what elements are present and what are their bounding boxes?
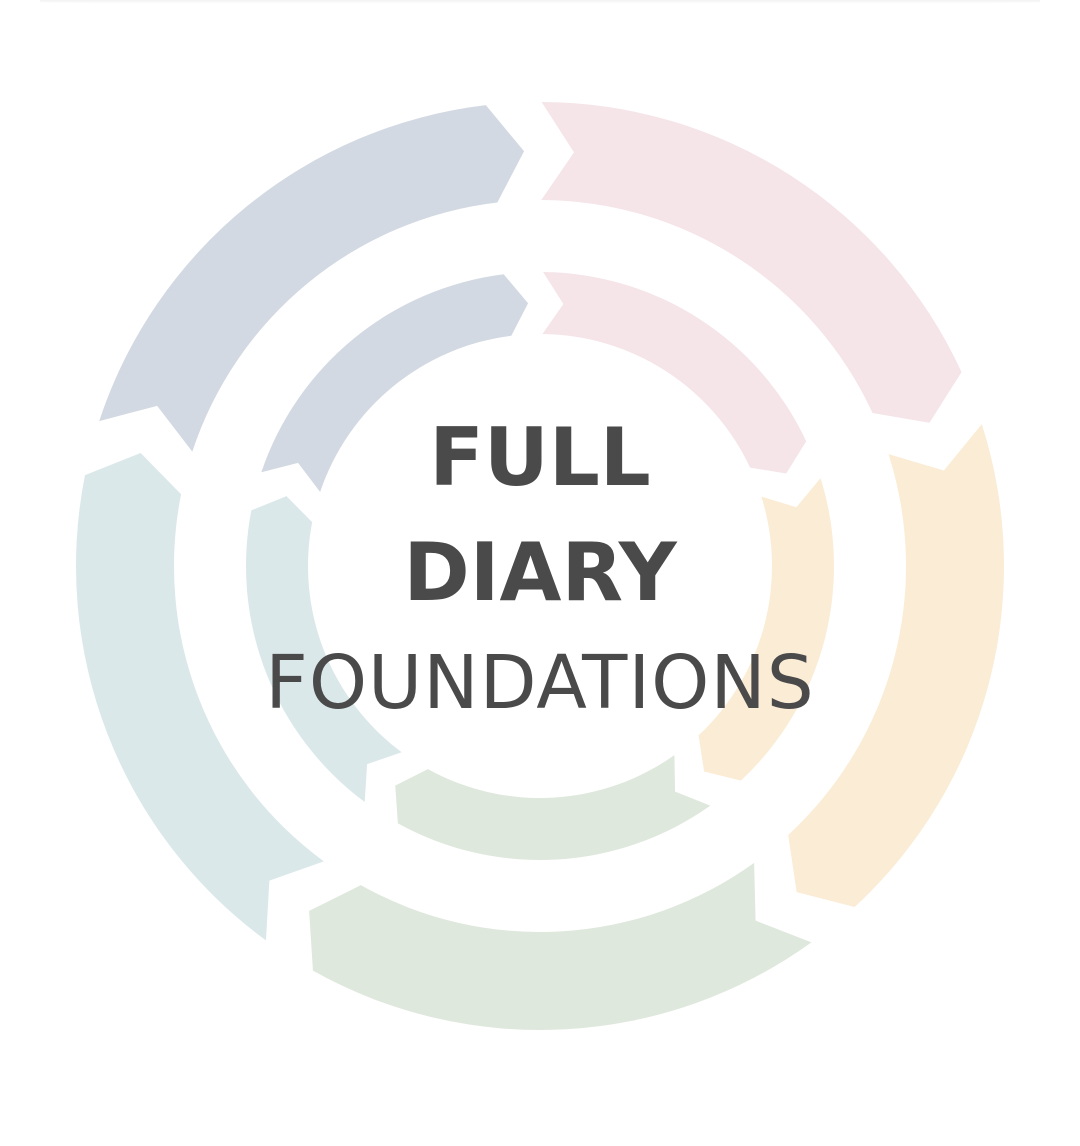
outer-ring [75, 102, 1004, 1030]
top-divider-shadow [40, 0, 1040, 4]
outer-ring-segment-slate [99, 105, 525, 452]
outer-ring-segment-pink [541, 102, 962, 423]
outer-ring-segment-peach [788, 424, 1004, 908]
inner-ring-segment-peach [698, 478, 834, 781]
title-line-full: FULL [429, 411, 651, 504]
inner-ring-segment-green [395, 755, 711, 860]
inner-ring [245, 272, 834, 860]
inner-ring-segment-slate [261, 274, 529, 493]
inner-ring-segment-teal [245, 496, 402, 803]
title-line-diary: DIARY [403, 526, 677, 619]
inner-ring-segment-pink [542, 272, 807, 474]
outer-ring-segment-green [309, 862, 812, 1030]
title-line-foundations: FOUNDATIONS [265, 640, 815, 726]
outer-ring-segment-teal [75, 453, 324, 941]
